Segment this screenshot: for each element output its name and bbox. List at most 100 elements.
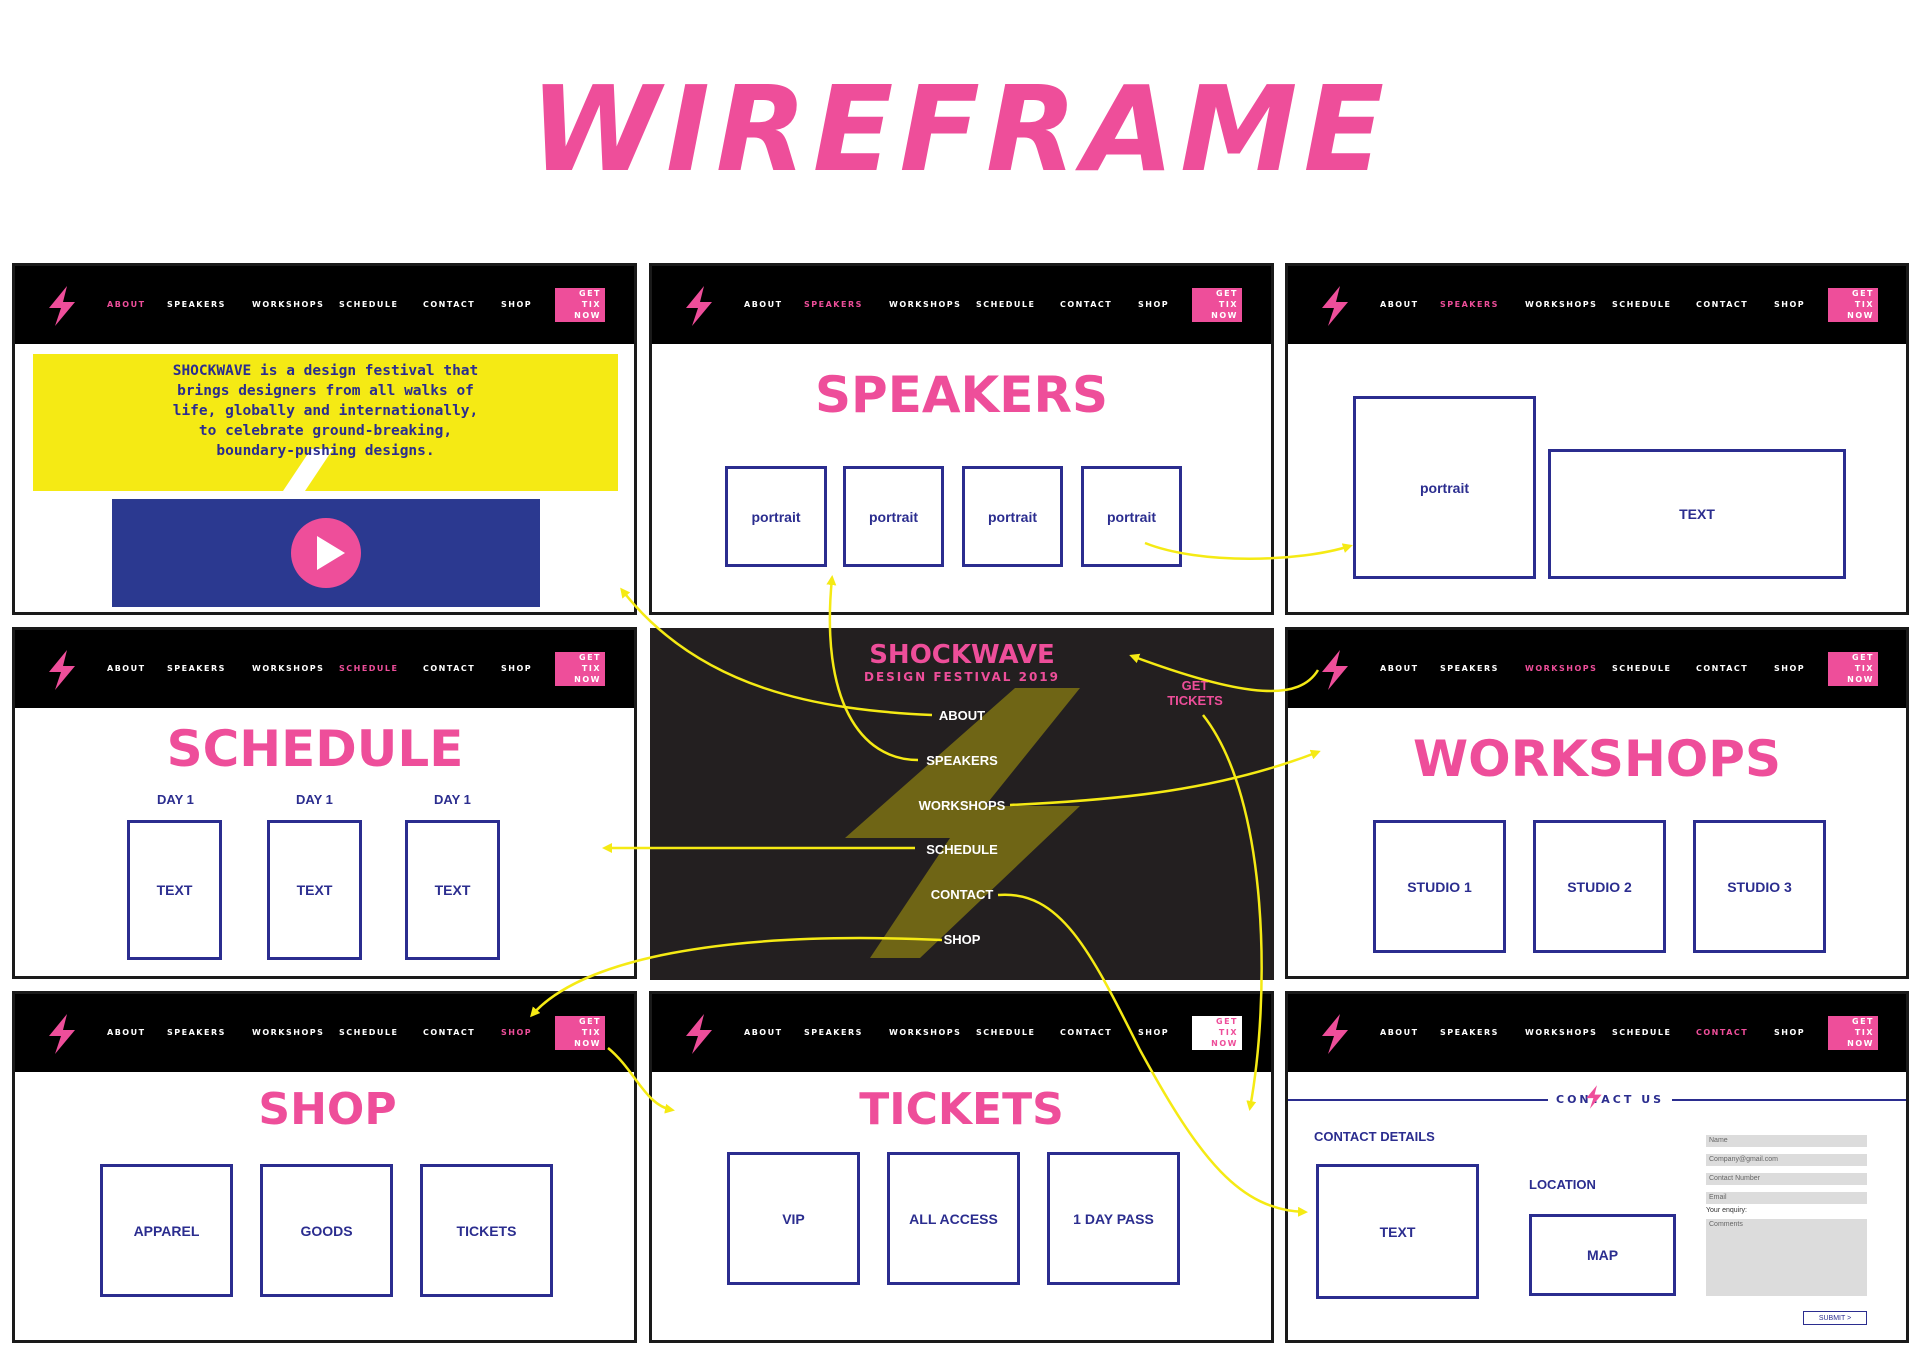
- nav-contact[interactable]: CONTACT: [423, 664, 476, 673]
- shop-category-box[interactable]: TICKETS: [420, 1164, 553, 1297]
- nav-about[interactable]: ABOUT: [744, 1028, 783, 1037]
- nav-speakers[interactable]: SPEAKERS: [167, 664, 226, 673]
- nav-workshops[interactable]: WORKSHOPS: [1525, 300, 1598, 309]
- contact-details-box: TEXT: [1316, 1164, 1479, 1299]
- nav-speakers[interactable]: SPEAKERS: [804, 1028, 863, 1037]
- nav-shop[interactable]: SHOP: [1774, 1028, 1806, 1037]
- nav-about[interactable]: ABOUT: [1380, 664, 1419, 673]
- nav-schedule[interactable]: SCHEDULE: [976, 1028, 1036, 1037]
- submit-button[interactable]: SUBMIT >: [1803, 1311, 1867, 1325]
- nav-contact[interactable]: CONTACT: [1060, 1028, 1113, 1037]
- menu-about[interactable]: ABOUT: [938, 708, 986, 723]
- speaker-portrait[interactable]: portrait: [962, 466, 1063, 567]
- nav-speakers[interactable]: SPEAKERS: [1440, 1028, 1499, 1037]
- nav-workshops[interactable]: WORKSHOPS: [1525, 1028, 1598, 1037]
- festival-logo: SHOCKWAVE: [869, 640, 1055, 670]
- menu-shop[interactable]: SHOP: [943, 932, 981, 947]
- nav-about[interactable]: ABOUT: [107, 300, 146, 309]
- nav-contact[interactable]: CONTACT: [1696, 1028, 1749, 1037]
- nav-schedule[interactable]: SCHEDULE: [339, 664, 399, 673]
- menu-workshops[interactable]: WORKSHOPS: [918, 798, 1006, 813]
- nav-workshops[interactable]: WORKSHOPS: [889, 300, 962, 309]
- wireframe-home-menu: SHOCKWAVE DESIGN FESTIVAL 2019 ABOUT SPE…: [650, 628, 1274, 980]
- nav-about[interactable]: ABOUT: [107, 664, 146, 673]
- comments-field[interactable]: Comments: [1706, 1219, 1867, 1296]
- nav-shop[interactable]: SHOP: [1138, 300, 1170, 309]
- nav-schedule[interactable]: SCHEDULE: [339, 1028, 399, 1037]
- ticket-type-box[interactable]: ALL ACCESS: [887, 1152, 1020, 1285]
- wireframe-schedule: ABOUT SPEAKERS WORKSHOPS SCHEDULE CONTAC…: [12, 627, 637, 979]
- nav-schedule[interactable]: SCHEDULE: [1612, 664, 1672, 673]
- nav-speakers[interactable]: SPEAKERS: [167, 300, 226, 309]
- email-field[interactable]: Company@gmail.com: [1706, 1154, 1867, 1166]
- nav-contact[interactable]: CONTACT: [1696, 664, 1749, 673]
- shop-category-box[interactable]: GOODS: [260, 1164, 393, 1297]
- nav-shop[interactable]: SHOP: [1774, 300, 1806, 309]
- extra-field[interactable]: Email: [1706, 1192, 1867, 1204]
- ticket-type-box[interactable]: VIP: [727, 1152, 860, 1285]
- nav-about[interactable]: ABOUT: [1380, 1028, 1419, 1037]
- nav-workshops[interactable]: WORKSHOPS: [889, 1028, 962, 1037]
- workshops-heading: WORKSHOPS: [1413, 730, 1781, 788]
- nav-schedule[interactable]: SCHEDULE: [976, 300, 1036, 309]
- speaker-portrait[interactable]: portrait: [725, 466, 827, 567]
- nav-about[interactable]: ABOUT: [744, 300, 783, 309]
- yellow-banner: [33, 354, 618, 491]
- shop-category-box[interactable]: APPAREL: [100, 1164, 233, 1297]
- nav-shop[interactable]: SHOP: [1774, 664, 1806, 673]
- nav-workshops[interactable]: WORKSHOPS: [252, 1028, 325, 1037]
- studio-box[interactable]: STUDIO 1: [1373, 820, 1506, 953]
- nav-speakers[interactable]: SPEAKERS: [1440, 300, 1499, 309]
- nav-speakers[interactable]: SPEAKERS: [804, 300, 863, 309]
- nav-schedule[interactable]: SCHEDULE: [339, 300, 399, 309]
- nav-speakers[interactable]: SPEAKERS: [1440, 664, 1499, 673]
- play-icon[interactable]: [291, 518, 361, 588]
- name-field[interactable]: Name: [1706, 1135, 1867, 1147]
- wireframe-shop: ABOUT SPEAKERS WORKSHOPS SCHEDULE CONTAC…: [12, 991, 637, 1343]
- nav-about[interactable]: ABOUT: [1380, 300, 1419, 309]
- nav-contact[interactable]: CONTACT: [1696, 300, 1749, 309]
- ticket-type-box[interactable]: 1 DAY PASS: [1047, 1152, 1180, 1285]
- nav-schedule[interactable]: SCHEDULE: [1612, 300, 1672, 309]
- menu-speakers[interactable]: SPEAKERS: [926, 753, 998, 768]
- speaker-detail-text: TEXT: [1548, 449, 1846, 579]
- nav-shop[interactable]: SHOP: [501, 1028, 533, 1037]
- nav-workshops[interactable]: WORKSHOPS: [252, 664, 325, 673]
- nav-shop[interactable]: SHOP: [501, 300, 533, 309]
- menu-contact[interactable]: CONTACT: [930, 887, 994, 902]
- nav-schedule[interactable]: SCHEDULE: [1612, 1028, 1672, 1037]
- nav-shop[interactable]: SHOP: [1138, 1028, 1170, 1037]
- menu-schedule[interactable]: SCHEDULE: [926, 842, 998, 857]
- studio-box[interactable]: STUDIO 2: [1533, 820, 1666, 953]
- nav-contact[interactable]: CONTACT: [423, 300, 476, 309]
- map-box[interactable]: MAP: [1529, 1214, 1676, 1296]
- schedule-day-box[interactable]: TEXT: [405, 820, 500, 960]
- speaker-portrait[interactable]: portrait: [843, 466, 944, 567]
- nav-workshops[interactable]: WORKSHOPS: [252, 300, 325, 309]
- nav-speakers[interactable]: SPEAKERS: [167, 1028, 226, 1037]
- lightning-bolt-icon: [1586, 1085, 1602, 1109]
- phone-field[interactable]: Contact Number: [1706, 1173, 1867, 1185]
- nav-contact[interactable]: CONTACT: [423, 1028, 476, 1037]
- nav-workshops[interactable]: WORKSHOPS: [1525, 664, 1598, 673]
- nav-shop[interactable]: SHOP: [501, 664, 533, 673]
- nav-bar: ABOUT SPEAKERS WORKSHOPS SCHEDULE CONTAC…: [15, 630, 634, 708]
- video-player[interactable]: [112, 499, 540, 607]
- nav-about[interactable]: ABOUT: [107, 1028, 146, 1037]
- studio-box[interactable]: STUDIO 3: [1693, 820, 1826, 953]
- nav-contact[interactable]: CONTACT: [1060, 300, 1113, 309]
- enquiry-label: Your enquiry:: [1706, 1207, 1747, 1214]
- wireframe-contact: ABOUT SPEAKERS WORKSHOPS SCHEDULE CONTAC…: [1285, 991, 1909, 1343]
- schedule-day-box[interactable]: TEXT: [127, 820, 222, 960]
- schedule-day-box[interactable]: TEXT: [267, 820, 362, 960]
- speaker-portrait[interactable]: portrait: [1081, 466, 1182, 567]
